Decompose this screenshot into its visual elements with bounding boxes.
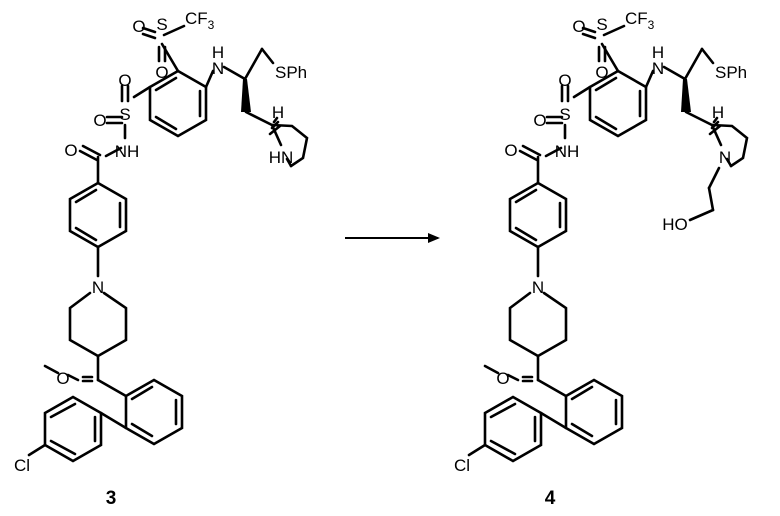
methoxy-o-label: O	[56, 369, 69, 388]
sulfonamide-o-label: O	[93, 111, 106, 130]
sulfonamide-nh-label: NH	[115, 142, 140, 161]
sulfonamide-nh-label: NH	[555, 142, 580, 161]
sulfonamide-s-label: S	[559, 105, 570, 124]
sulfonyl-o-label: O	[595, 63, 608, 82]
pyrrolidine-n-label: N	[719, 148, 731, 167]
pyrrolidine-hn-label: HN	[269, 148, 294, 167]
hydroxyl-ho-label: HO	[662, 215, 688, 234]
sulfonamide-s-label: S	[119, 105, 130, 124]
cf3-label: CF3	[185, 9, 215, 32]
chlorine-label: Cl	[454, 456, 470, 475]
compound-3-label: 3	[106, 488, 117, 509]
piperidine-n-label: N	[532, 278, 544, 297]
sulfonyl-s-label: S	[156, 15, 167, 34]
compound-3-structure: S O O CF3 H N SPh H S O O NH O N O Cl HN	[14, 9, 307, 475]
sulfonamide-o-label: O	[118, 71, 131, 90]
sulfonamide-o-label: O	[558, 71, 571, 90]
compound-4-structure: S O O CF3 H N SPh H S O O NH O N O Cl N …	[454, 9, 747, 475]
amine-n-label: N	[652, 59, 664, 78]
sulfonamide-o-label: O	[533, 111, 546, 130]
cf3-label: CF3	[625, 9, 655, 32]
stereo-h-label: H	[272, 103, 284, 122]
methoxy-o-label: O	[496, 369, 509, 388]
sulfonyl-o-label: O	[155, 63, 168, 82]
piperidine-n-label: N	[92, 278, 104, 297]
chlorine-label: Cl	[14, 456, 30, 475]
sulfonyl-s-label: S	[596, 15, 607, 34]
stereo-h-label: H	[712, 103, 724, 122]
amine-n-label: N	[212, 59, 224, 78]
sph-label: SPh	[275, 63, 307, 82]
carbonyl-o-label: O	[504, 141, 517, 160]
sulfonyl-o-label: O	[572, 17, 585, 36]
carbonyl-o-label: O	[64, 141, 77, 160]
sulfonyl-o-label: O	[132, 17, 145, 36]
sph-label: SPh	[715, 63, 747, 82]
compound-4-label: 4	[545, 488, 556, 509]
